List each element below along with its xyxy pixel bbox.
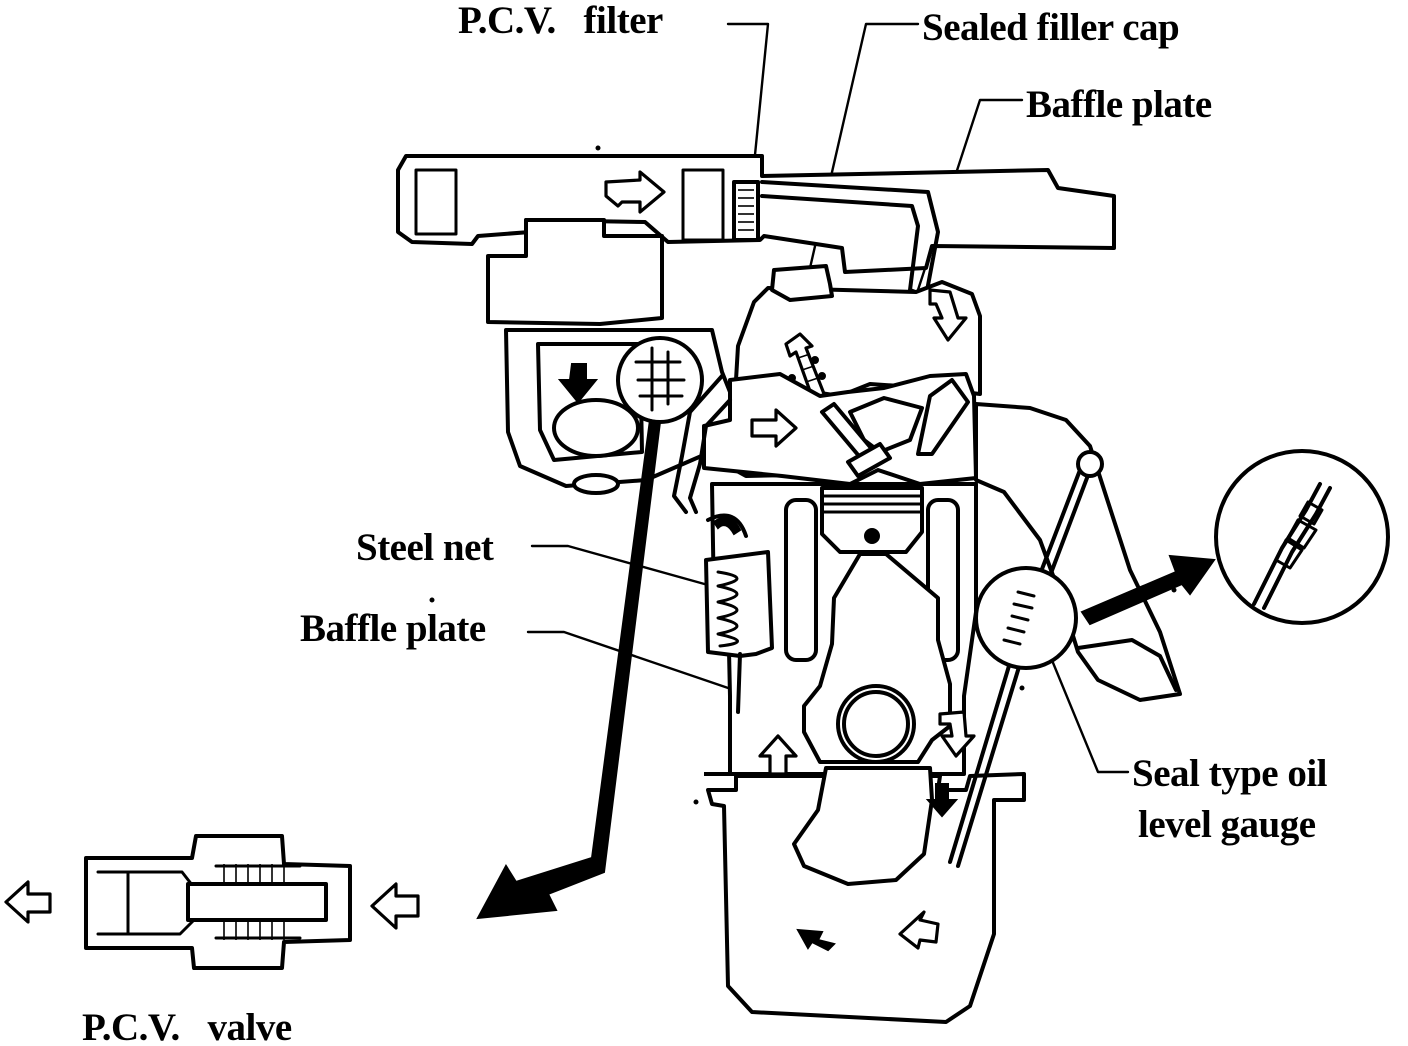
oil-return-arrow [925, 783, 959, 818]
label-pcv-valve: P.C.V. valve [82, 1006, 292, 1046]
intake-flow-arrow [557, 363, 599, 404]
air-cleaner-window-left [414, 168, 458, 236]
manifold-port [552, 398, 640, 458]
crankcase-flow-arrow-right [898, 910, 940, 950]
crankcase-body [704, 772, 1026, 1024]
oil-separator-box [704, 550, 774, 658]
label-oil-gauge-line1: Seal type oil [1132, 752, 1328, 795]
exhaust-manifold [974, 402, 1182, 702]
oil-level-gauge [948, 449, 1390, 868]
label-sealed-filler-cap: Sealed filler cap [922, 6, 1179, 49]
cylinder-block [704, 482, 978, 776]
breather-tube [688, 398, 732, 514]
throttle-body [486, 218, 664, 326]
leader-baffle-plate-lower [526, 630, 736, 692]
cylinder-head [672, 264, 982, 514]
valve-inflow-arrow [370, 882, 420, 930]
leader-steel-net [530, 544, 710, 587]
crankcase [704, 710, 1026, 1024]
blowby-arrow-curve [938, 710, 976, 758]
airflow-arrow-top [604, 170, 666, 214]
label-oil-gauge-line2: level gauge [1138, 803, 1316, 846]
air-cleaner-window-right [681, 168, 725, 242]
label-baffle-plate-lower: Baffle plate [300, 607, 486, 650]
zoom-pointer-arrow [1080, 554, 1216, 626]
valve-pointer-arrow [476, 418, 662, 920]
intake-assembly [396, 154, 1116, 326]
piston-pin [864, 528, 880, 544]
intake-flow-arrow-right [750, 408, 798, 448]
dipstick-ring [1076, 450, 1104, 478]
pcv-valve-detail [4, 418, 662, 970]
crankcase-flow-arrow-left [796, 928, 836, 952]
water-jacket-left [784, 498, 818, 662]
blowby-arrow-up [758, 734, 798, 776]
valve-outflow-arrow [4, 880, 52, 924]
exhaust-pipe [974, 402, 1182, 702]
label-pcv-filter: P.C.V. filter [458, 0, 663, 42]
counterweight [792, 766, 934, 886]
steel-net-spring [716, 570, 739, 648]
label-baffle-plate-top: Baffle plate [1026, 83, 1212, 126]
leader-oil-gauge [1040, 634, 1130, 774]
label-steel-net: Steel net [356, 526, 494, 569]
blowby-arrow-head [928, 288, 968, 342]
leader-pcv-filter [726, 22, 770, 187]
sealed-filler-cap [770, 264, 834, 302]
